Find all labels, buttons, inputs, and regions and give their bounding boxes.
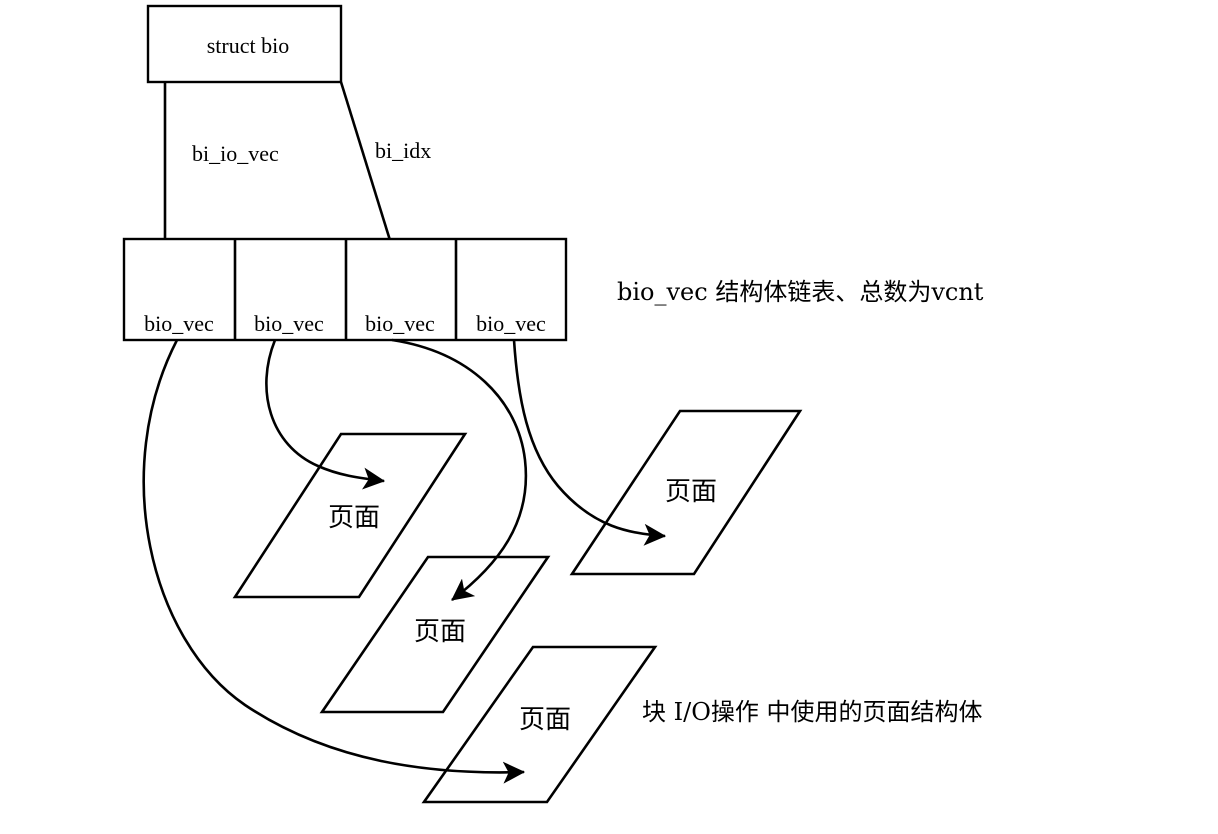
struct-bio-label: struct bio xyxy=(207,33,290,58)
connector-cell1-page4 xyxy=(142,339,526,784)
bi-idx-label: bi_idx xyxy=(375,138,431,163)
page-3: 页面 xyxy=(319,555,551,714)
vec-to-page-connectors xyxy=(142,338,667,784)
connector-cell3-page3 xyxy=(391,338,528,602)
connector-cell4-page2 xyxy=(512,339,667,546)
page-4: 页面 xyxy=(421,645,658,804)
page-2-label: 页面 xyxy=(665,477,717,507)
page-1-label: 页面 xyxy=(328,503,380,533)
bio-vec-cell-label-1: bio_vec xyxy=(144,311,214,336)
bio-vec-cell-label-2: bio_vec xyxy=(254,311,324,336)
struct-bio-box: struct bio xyxy=(146,4,343,84)
page-1: 页面 xyxy=(232,432,468,599)
pages-caption: 块 I/O操作 中使用的页面结构体 xyxy=(642,698,983,726)
bio-vec-array: bio_vec bio_vec bio_vec bio_vec xyxy=(122,237,568,342)
connector-cell2-page1 xyxy=(265,339,386,490)
bio-vec-cell-label-4: bio_vec xyxy=(476,311,546,336)
page-3-label: 页面 xyxy=(414,617,466,647)
bio-vec-list-caption: bio_vec 结构体链表、总数为vcnt xyxy=(617,278,984,306)
bio-vec-cell-label-3: bio_vec xyxy=(365,311,435,336)
page-2: 页面 xyxy=(569,409,803,576)
bi-io-vec-label: bi_io_vec xyxy=(192,141,279,166)
page-4-label: 页面 xyxy=(519,705,571,735)
